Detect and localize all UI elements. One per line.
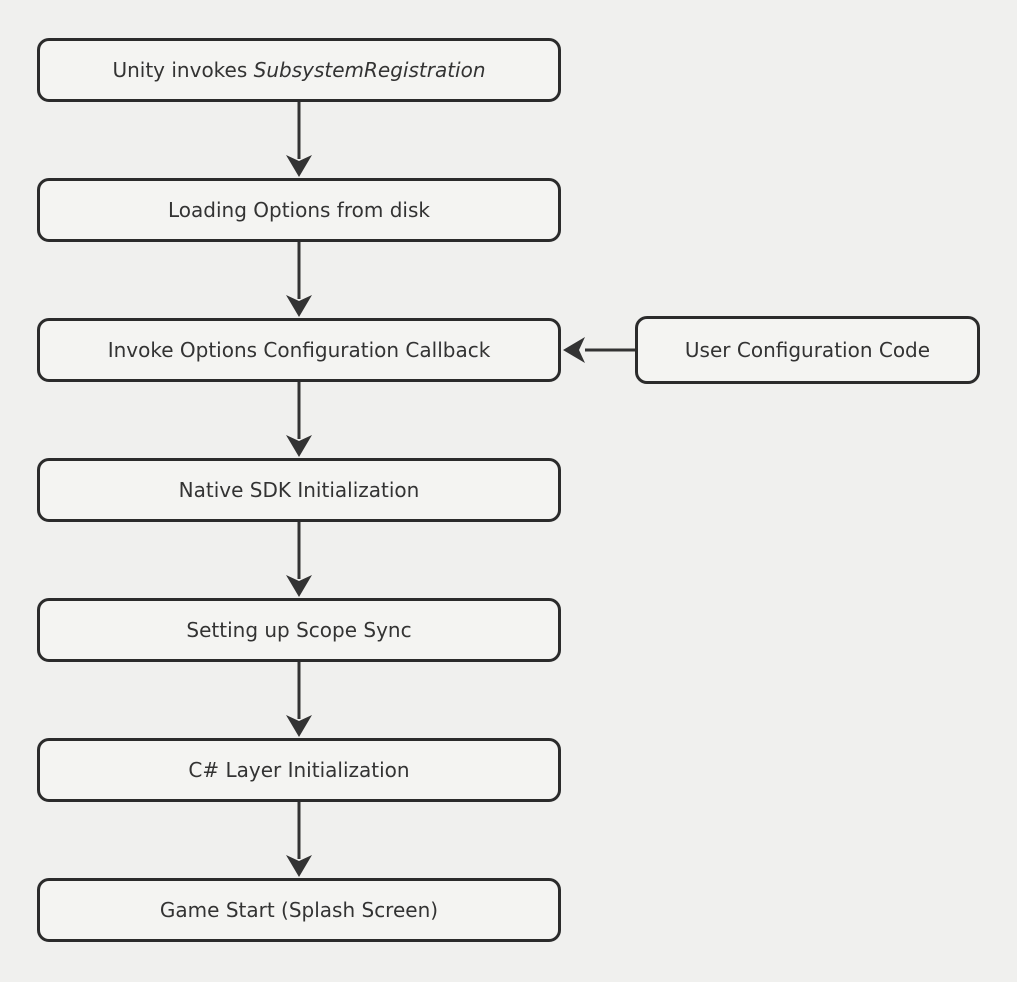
node-label: Native SDK Initialization (178, 478, 420, 502)
node-native-sdk-initialization: Native SDK Initialization (37, 458, 561, 522)
arrow-scope-sync-to-csharp-layer (286, 662, 312, 737)
node-setting-up-scope-sync: Setting up Scope Sync (37, 598, 561, 662)
arrowhead-down-icon (286, 295, 312, 317)
node-unity-invokes-subsystem-registration: Unity invokes SubsystemRegistration (37, 38, 561, 102)
node-label: Game Start (Splash Screen) (159, 898, 439, 922)
arrowhead-down-icon (286, 855, 312, 877)
node-user-configuration-code: User Configuration Code (635, 316, 980, 384)
arrow-user-config-to-callback (563, 337, 635, 363)
node-invoke-options-configuration-callback: Invoke Options Configuration Callback (37, 318, 561, 382)
node-label: Unity invokes SubsystemRegistration (112, 58, 486, 82)
arrowhead-down-icon (286, 435, 312, 457)
arrowhead-down-icon (286, 155, 312, 177)
italic-label-part: SubsystemRegistration (253, 58, 486, 82)
arrowhead-down-icon (286, 715, 312, 737)
node-label: C# Layer Initialization (188, 758, 410, 782)
node-label: Invoke Options Configuration Callback (107, 338, 491, 362)
arrow-callback-to-native-sdk (286, 382, 312, 457)
node-label: Setting up Scope Sync (186, 618, 412, 642)
node-label: User Configuration Code (684, 338, 931, 362)
arrowhead-down-icon (286, 575, 312, 597)
arrow-unity-to-loading (286, 102, 312, 177)
arrow-csharp-layer-to-game-start (286, 802, 312, 877)
node-loading-options-from-disk: Loading Options from disk (37, 178, 561, 242)
arrowhead-left-icon (563, 337, 585, 363)
arrow-native-sdk-to-scope-sync (286, 522, 312, 597)
node-label: Loading Options from disk (168, 198, 430, 222)
arrow-loading-to-callback (286, 242, 312, 317)
node-csharp-layer-initialization: C# Layer Initialization (37, 738, 561, 802)
node-game-start-splash-screen: Game Start (Splash Screen) (37, 878, 561, 942)
